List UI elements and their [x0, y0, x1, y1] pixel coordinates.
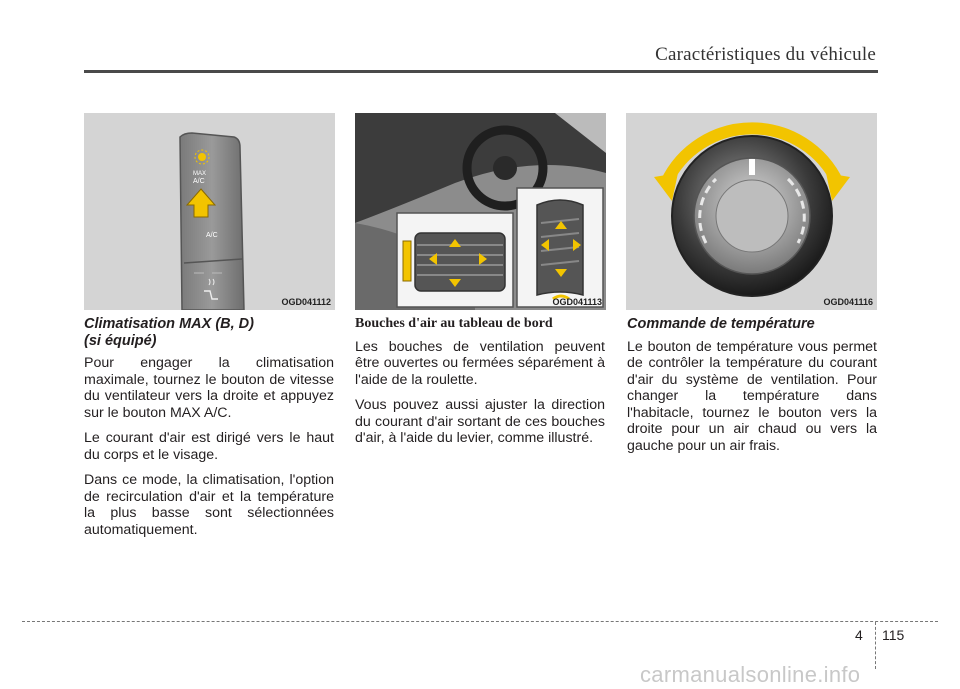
section-heading: Climatisation MAX (B, D) (si équipé)	[84, 316, 334, 349]
figure-max-ac-switch: MAX A/C A/C OGD041112	[84, 113, 335, 310]
heading-line-1: Climatisation MAX (B, D)	[84, 316, 254, 332]
section-dashboard-vents: Bouches d'air au tableau de bord Les bou…	[355, 316, 605, 456]
figure-temperature-knob: OGD041116	[626, 113, 877, 310]
footer-divider	[875, 622, 876, 669]
page-number: 115	[882, 627, 905, 643]
section-heading: Bouches d'air au tableau de bord	[355, 316, 553, 331]
svg-text:MAX: MAX	[193, 171, 206, 177]
section-temperature-control: Commande de température Le bouton de tem…	[627, 316, 877, 463]
watermark: carmanualsonline.info	[640, 662, 861, 687]
paragraph: Les bouches de ventilation peuvent être …	[355, 338, 605, 388]
dashboard-vents-illustration	[355, 113, 606, 310]
footer-rule	[22, 621, 938, 622]
svg-text:A/C: A/C	[206, 232, 218, 239]
paragraph: Dans ce mode, la climatisation, l'option…	[84, 472, 334, 538]
figure-code: OGD041116	[823, 297, 873, 307]
paragraph: Pour engager la climatisation maximale, …	[84, 355, 334, 421]
chapter-number: 4	[855, 627, 863, 643]
figure-dashboard-vents: OGD041113	[355, 113, 606, 310]
center-vent-inset	[396, 212, 514, 308]
paragraph: Vous pouvez aussi ajuster la direction d…	[355, 397, 605, 446]
section-max-ac: Climatisation MAX (B, D) (si équipé) Pou…	[84, 316, 334, 547]
temperature-knob-illustration	[626, 113, 877, 310]
side-vent-inset	[516, 187, 604, 308]
heading-line-2: (si équipé)	[84, 332, 157, 349]
figure-code: OGD041113	[552, 297, 602, 307]
seat-heater-icon	[204, 278, 218, 300]
paragraph: Le courant d'air est dirigé vers le haut…	[84, 430, 334, 463]
svg-text:A/C: A/C	[193, 178, 205, 185]
section-heading: Commande de température	[627, 316, 815, 332]
rotate-arrow-icon	[654, 122, 850, 201]
page-header-title: Caractéristiques du véhicule	[655, 44, 876, 65]
paragraph: Le bouton de température vous permet de …	[627, 338, 877, 454]
figure-code: OGD041112	[281, 297, 331, 307]
press-arrow-icon	[185, 188, 217, 218]
sun-indicator-icon	[194, 149, 210, 165]
max-ac-switch-illustration: MAX A/C A/C	[84, 113, 335, 310]
header-rule	[84, 70, 878, 73]
